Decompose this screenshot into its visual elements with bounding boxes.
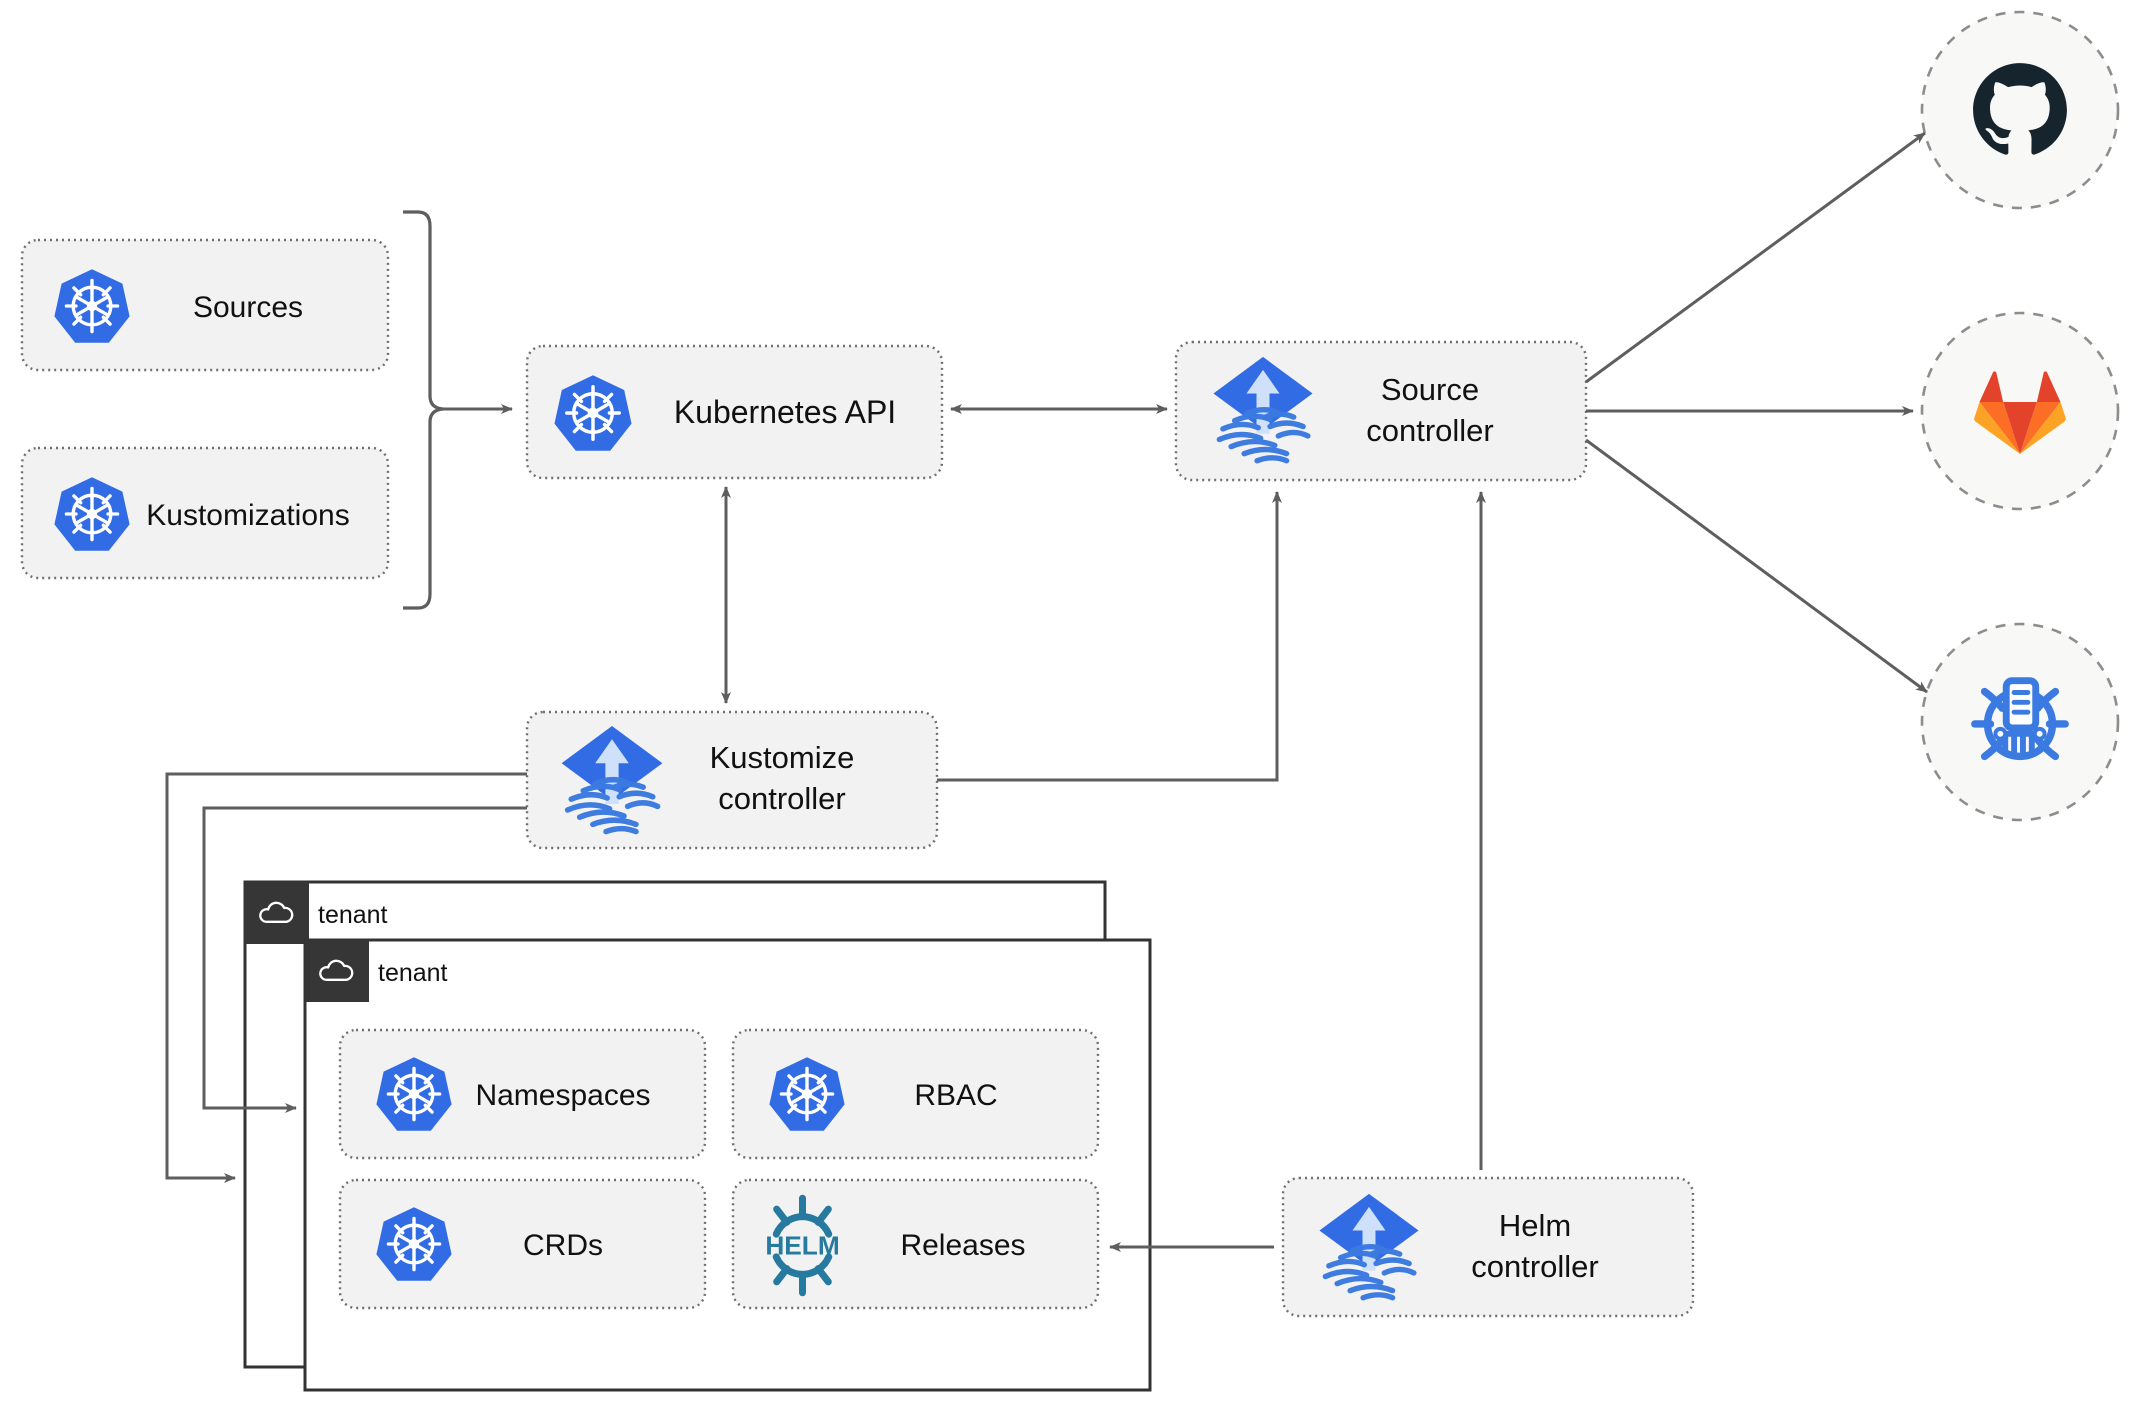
edge-source-controller-to-helm-repository: [1585, 438, 1928, 694]
node-sources[interactable]: Sources: [20, 238, 390, 372]
node-crds[interactable]: CRDs: [338, 1178, 707, 1310]
node-label-line1: Kustomize: [710, 740, 855, 775]
node-label: Kustomizations: [146, 499, 349, 532]
endpoint-github[interactable]: [1920, 10, 2120, 210]
node-label-line1: Helm: [1499, 1208, 1571, 1243]
node-rbac[interactable]: RBAC: [731, 1028, 1100, 1160]
endpoint-helm-repository[interactable]: [1920, 622, 2120, 822]
node-label: Kubernetes API: [674, 394, 896, 430]
node-label: Releases: [900, 1229, 1025, 1262]
edge-kustomize-to-source-controller: [937, 491, 1282, 782]
node-kustomize-controller[interactable]: Kustomize controller: [525, 710, 939, 850]
node-label-line2: controller: [718, 781, 846, 816]
node-label-line1: Source: [1381, 372, 1479, 407]
node-helm-controller[interactable]: Helm controller: [1281, 1176, 1695, 1318]
node-source-controller[interactable]: Source controller: [1174, 340, 1588, 482]
node-label-line2: controller: [1366, 413, 1494, 448]
tenant-front[interactable]: tenant: [303, 938, 1152, 1392]
node-releases[interactable]: Releases: [731, 1178, 1100, 1310]
node-label: CRDs: [523, 1229, 603, 1262]
node-label: RBAC: [914, 1079, 997, 1112]
grouping-brace: [403, 210, 444, 610]
endpoint-gitlab[interactable]: [1920, 311, 2120, 511]
node-label-line2: controller: [1471, 1249, 1599, 1284]
edge-source-controller-to-github: [1585, 131, 1926, 384]
helm-icon: [765, 1198, 839, 1293]
node-namespaces[interactable]: Namespaces: [338, 1028, 707, 1160]
edge-kustomize-to-tenant-front: [202, 806, 527, 1113]
edge-kustomize-to-tenant-back: [165, 772, 527, 1183]
node-label: Namespaces: [475, 1079, 650, 1112]
node-kubernetes-api[interactable]: Kubernetes API: [525, 344, 944, 480]
tenant-header-back: [245, 882, 309, 944]
node-label: Sources: [193, 291, 303, 324]
tenant-label: tenant: [318, 901, 388, 929]
node-kustomizations[interactable]: Kustomizations: [20, 446, 390, 580]
tenant-header-front: [305, 940, 369, 1002]
tenant-label: tenant: [378, 959, 448, 987]
